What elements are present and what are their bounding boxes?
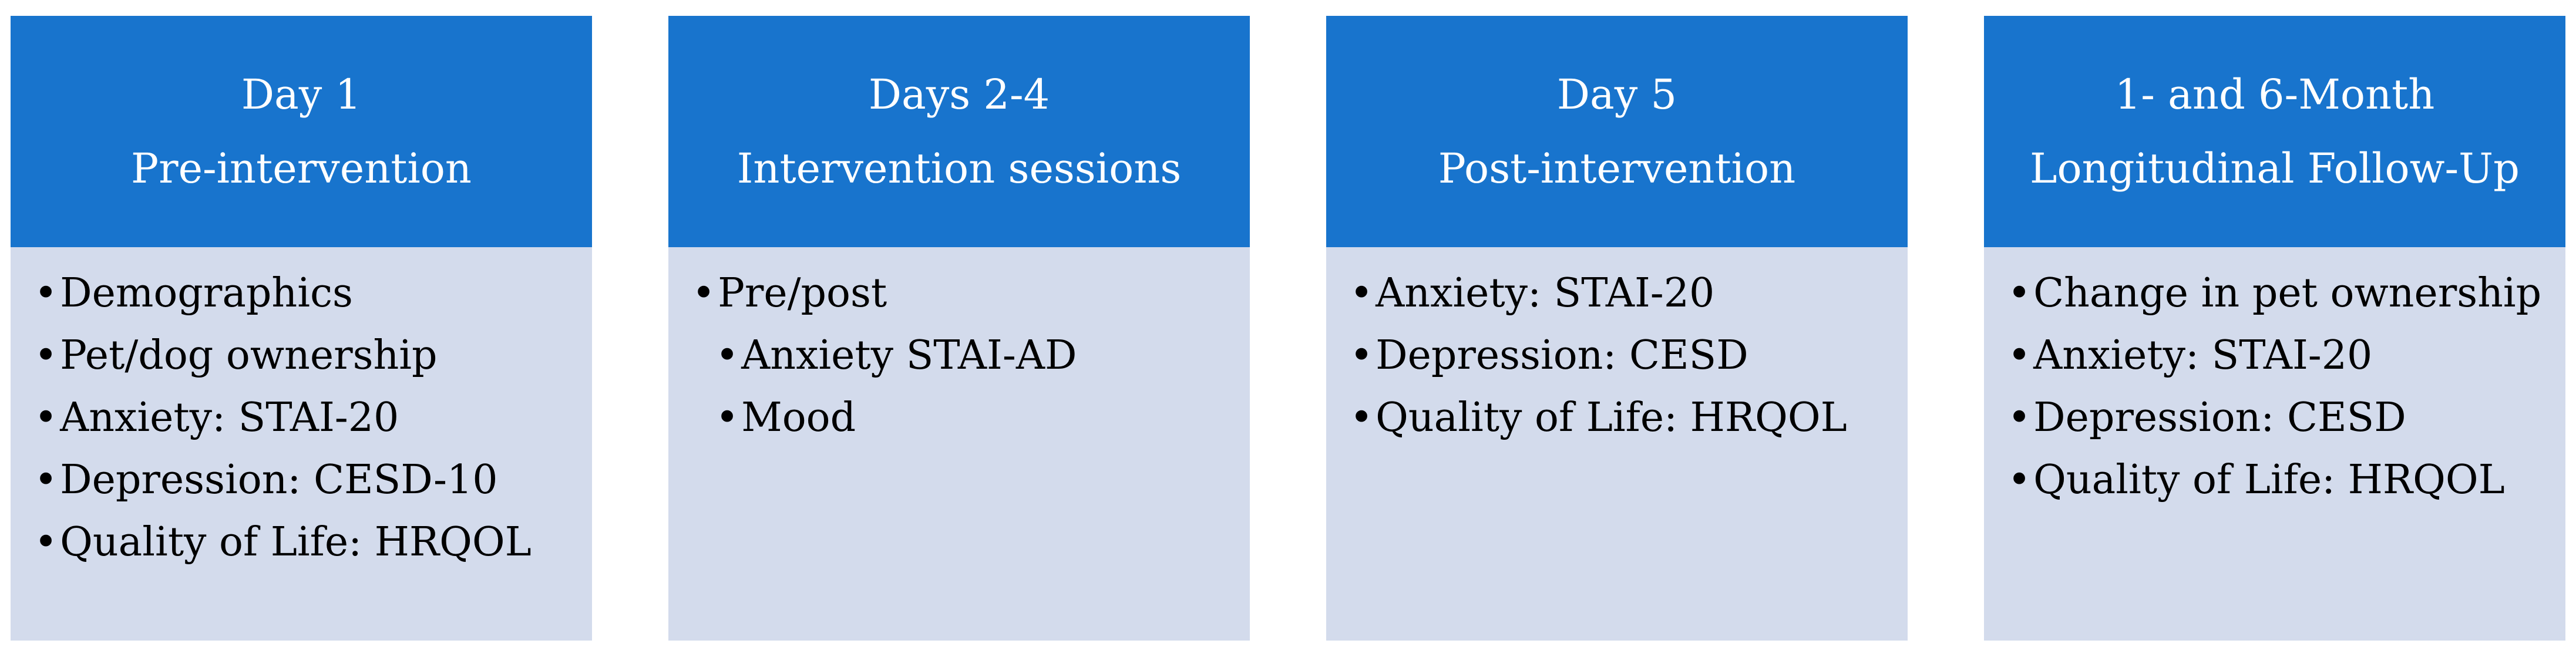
bullet-icon: • — [2007, 332, 2032, 379]
bullet-icon: • — [34, 395, 58, 441]
list-item: •Depression: CESD-10 — [34, 449, 580, 511]
panel-header: Day 5 Post-intervention — [1326, 16, 1908, 247]
panel-title: Days 2-4 — [868, 70, 1050, 119]
list-item-text: Depression: CESD — [1376, 332, 1748, 379]
bullet-icon: • — [692, 270, 716, 316]
panel-day-1: Day 1 Pre-intervention •Demographics •Pe… — [11, 16, 592, 641]
list-item: •Quality of Life: HRQOL — [1350, 387, 1896, 449]
list-item-text: Mood — [741, 395, 856, 441]
list-item-text: Anxiety: STAI-20 — [1376, 270, 1715, 316]
bullet-icon: • — [2007, 395, 2032, 441]
list-item: •Quality of Life: HRQOL — [2007, 449, 2554, 511]
panel-subtitle: Post-intervention — [1438, 144, 1796, 193]
list-item: •Pre/post — [692, 262, 1238, 325]
list-item-text: Change in pet ownership — [2033, 270, 2542, 316]
list-item-text: Depression: CESD-10 — [60, 457, 498, 503]
panel-header: Day 1 Pre-intervention — [11, 16, 592, 247]
panel-day-5: Day 5 Post-intervention •Anxiety: STAI-2… — [1326, 16, 1908, 641]
list-item-text: Quality of Life: HRQOL — [1376, 395, 1847, 441]
list-subitem: •Anxiety STAI-AD — [692, 325, 1238, 387]
bullet-icon: • — [34, 457, 58, 503]
bullet-icon: • — [715, 395, 739, 441]
list-item-text: Demographics — [60, 270, 353, 316]
bullet-icon: • — [1350, 332, 1374, 379]
list-item: •Anxiety: STAI-20 — [2007, 325, 2554, 387]
list-item-text: Anxiety: STAI-20 — [60, 395, 399, 441]
list-item: •Quality of Life: HRQOL — [34, 511, 580, 574]
list-item: •Anxiety: STAI-20 — [1350, 262, 1896, 325]
bullet-icon: • — [2007, 270, 2032, 316]
panel-header: 1- and 6-Month Longitudinal Follow-Up — [1984, 16, 2565, 247]
panel-days-2-4: Days 2-4 Intervention sessions •Pre/post… — [668, 16, 1250, 641]
list-item: •Depression: CESD — [1350, 325, 1896, 387]
list-item: •Anxiety: STAI-20 — [34, 387, 580, 449]
bullet-icon: • — [2007, 457, 2032, 503]
list-item: •Depression: CESD — [2007, 387, 2554, 449]
panel-body: •Anxiety: STAI-20 •Depression: CESD •Qua… — [1326, 247, 1908, 641]
list-item-text: Pet/dog ownership — [60, 332, 438, 379]
panel-title: Day 1 — [241, 70, 362, 119]
bullet-icon: • — [1350, 270, 1374, 316]
panel-header: Days 2-4 Intervention sessions — [668, 16, 1250, 247]
bullet-icon: • — [715, 332, 739, 379]
panel-follow-up: 1- and 6-Month Longitudinal Follow-Up •C… — [1984, 16, 2565, 641]
panel-title: 1- and 6-Month — [2114, 70, 2435, 119]
bullet-icon: • — [1350, 395, 1374, 441]
panel-body: •Demographics •Pet/dog ownership •Anxiet… — [11, 247, 592, 641]
list-item-text: Quality of Life: HRQOL — [2033, 457, 2505, 503]
panel-title: Day 5 — [1556, 70, 1677, 119]
list-item-text: Anxiety STAI-AD — [741, 332, 1077, 379]
panel-body: •Change in pet ownership •Anxiety: STAI-… — [1984, 247, 2565, 641]
panel-body: •Pre/post •Anxiety STAI-AD •Mood — [668, 247, 1250, 641]
list-item: •Pet/dog ownership — [34, 325, 580, 387]
list-item-text: Pre/post — [718, 270, 887, 316]
list-item-text: Depression: CESD — [2033, 395, 2406, 441]
list-item: •Change in pet ownership — [2007, 262, 2554, 325]
list-item-text: Anxiety: STAI-20 — [2033, 332, 2373, 379]
bullet-icon: • — [34, 519, 58, 565]
list-item-text: Quality of Life: HRQOL — [60, 519, 532, 565]
bullet-icon: • — [34, 270, 58, 316]
panel-subtitle: Intervention sessions — [737, 144, 1182, 193]
list-subitem: •Mood — [692, 387, 1238, 449]
list-item: •Demographics — [34, 262, 580, 325]
bullet-icon: • — [34, 332, 58, 379]
panel-subtitle: Longitudinal Follow-Up — [2030, 144, 2520, 193]
panel-subtitle: Pre-intervention — [131, 144, 472, 193]
